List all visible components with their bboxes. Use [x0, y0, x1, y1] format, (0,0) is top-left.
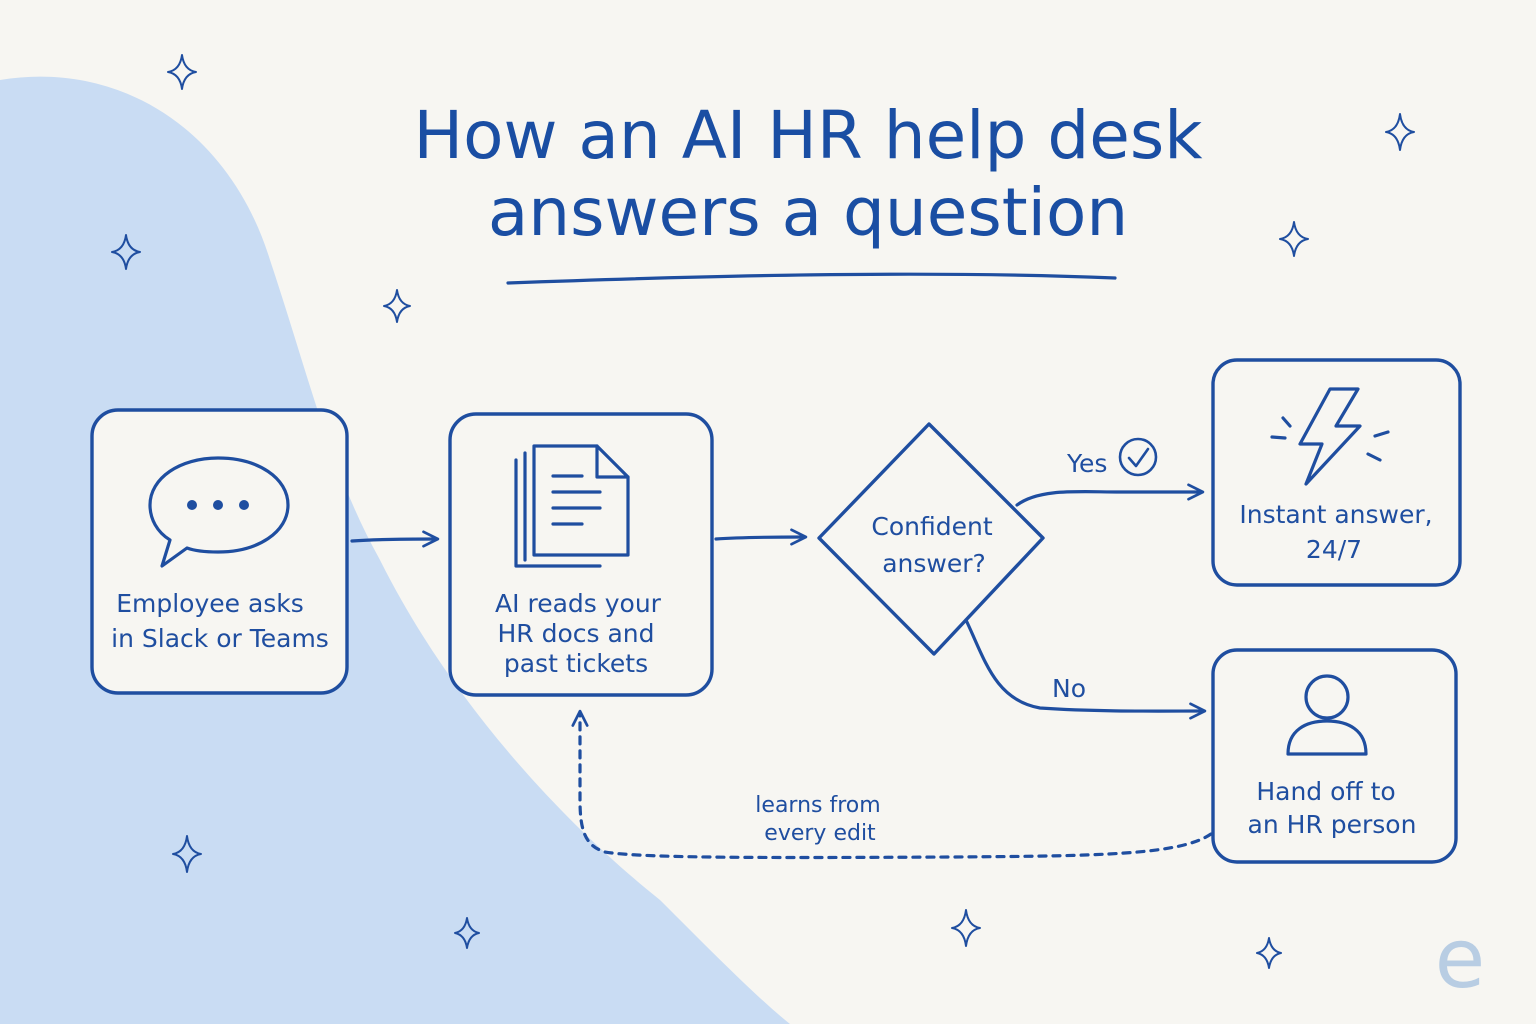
- ai-reads-label-line-3: past tickets: [504, 649, 648, 678]
- handoff-label-line-1: Hand off to: [1256, 777, 1395, 806]
- arrow-employee-to-ai: [350, 530, 440, 548]
- decision-label-line-2: answer?: [882, 549, 986, 578]
- yes-label: Yes: [1066, 449, 1107, 478]
- sparkle-icon: [111, 234, 141, 270]
- node-employee: Employee asks in Slack or Teams: [90, 408, 349, 695]
- chat-bubble-icon: [148, 456, 290, 568]
- ai-reads-label-line-2: HR docs and: [497, 619, 654, 648]
- arrow-no: [964, 618, 1207, 720]
- instant-label-line-2: 24/7: [1306, 535, 1362, 564]
- sparkle-icon: [454, 917, 480, 949]
- sparkle-icon: [167, 54, 197, 90]
- arrow-yes: [1015, 483, 1205, 507]
- employee-label-line-2: in Slack or Teams: [111, 624, 329, 653]
- title-line-1: How an AI HR help desk: [413, 97, 1203, 174]
- watermark-logo: e: [1435, 912, 1485, 1007]
- node-decision: Confident answer?: [817, 422, 1045, 656]
- documents-icon: [514, 444, 630, 568]
- check-circle-icon: [1118, 437, 1158, 477]
- background-blob: [0, 76, 790, 1024]
- decision-label-line-1: Confident: [871, 512, 992, 541]
- no-label: No: [1052, 674, 1086, 703]
- title-line-2: answers a question: [488, 174, 1128, 251]
- handoff-label-line-2: an HR person: [1248, 810, 1417, 839]
- person-icon: [1286, 674, 1368, 756]
- arrow-ai-to-decision: [714, 528, 808, 546]
- sparkle-icon: [1256, 937, 1282, 969]
- feedback-label-line-2: every edit: [764, 821, 876, 846]
- sparkle-icon: [1279, 221, 1309, 257]
- sparkle-icon: [1385, 113, 1415, 151]
- node-ai-reads: AI reads your HR docs and past tickets: [448, 412, 714, 697]
- title-underline: [506, 272, 1117, 285]
- feedback-label-line-1: learns from: [755, 793, 880, 818]
- arrow-feedback: [571, 709, 1213, 860]
- node-handoff: Hand off to an HR person: [1211, 648, 1458, 864]
- sparkle-icon: [951, 909, 981, 947]
- sparkle-icon: [172, 835, 202, 873]
- employee-label-line-1: Employee asks: [116, 589, 304, 618]
- lightning-icon: [1270, 387, 1390, 486]
- node-instant-answer: Instant answer, 24/7: [1211, 358, 1462, 587]
- sparkle-icon: [383, 289, 411, 323]
- sparkle-decorations: [111, 54, 1415, 969]
- instant-label-line-1: Instant answer,: [1239, 500, 1432, 529]
- ai-reads-label-line-1: AI reads your: [495, 589, 662, 618]
